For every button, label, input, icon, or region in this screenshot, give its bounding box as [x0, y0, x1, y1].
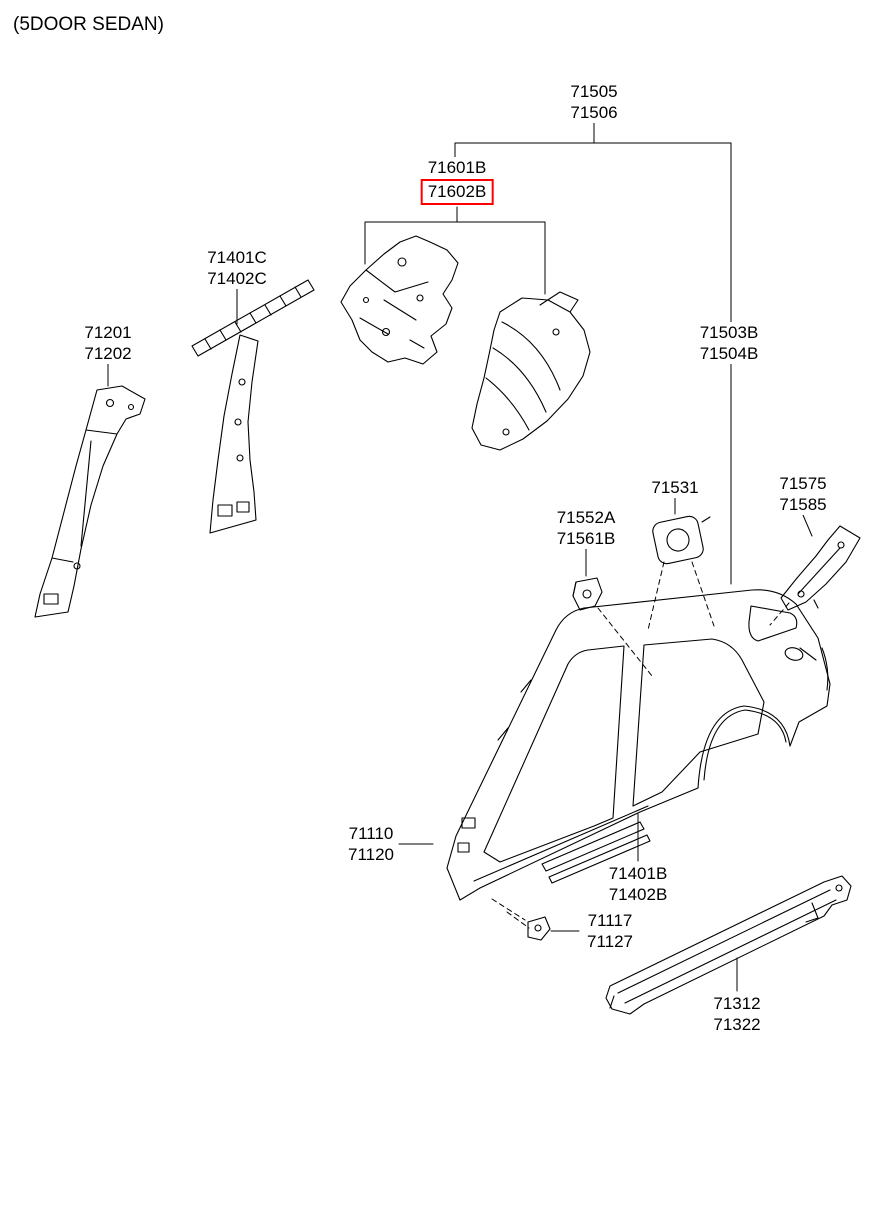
part-label-71117-71127[interactable]: 71117 71127: [583, 910, 637, 952]
rail-extension-drawing: [780, 525, 861, 611]
part-number: 71402C: [207, 269, 267, 288]
sill-bracket-drawing: [527, 916, 551, 941]
quarter-inner-lower-drawing: [471, 291, 591, 451]
part-number: 71561B: [556, 529, 616, 548]
fuel-filler-housing-drawing: [652, 515, 711, 565]
body-side-panel-drawing: [446, 589, 831, 901]
part-number: 71585: [779, 495, 827, 514]
part-number: 71401C: [207, 248, 267, 267]
part-number: 71110: [348, 824, 394, 843]
part-number: 71401B: [608, 864, 668, 883]
part-label-71531[interactable]: 71531: [648, 477, 702, 498]
part-number: 71402B: [608, 885, 668, 904]
part-label-71401B-71402B[interactable]: 71401B 71402B: [605, 863, 671, 905]
center-pillar-inner-drawing: [191, 279, 315, 534]
part-number: 71601B: [427, 158, 487, 177]
part-label-71601B-71602B[interactable]: 71601B 71602B: [417, 157, 497, 205]
highlighted-part-number-box[interactable]: 71602B: [420, 179, 494, 205]
part-number: 71322: [713, 1015, 761, 1034]
part-number: 71504B: [699, 344, 759, 363]
part-label-71575-71585[interactable]: 71575 71585: [776, 473, 830, 515]
part-number: 71127: [586, 932, 634, 951]
part-number: 71120: [347, 845, 395, 864]
part-number: 71505: [570, 82, 618, 101]
part-label-71312-71322[interactable]: 71312 71322: [710, 993, 764, 1035]
page-title: (5DOOR SEDAN): [13, 14, 164, 35]
part-number: 71503B: [699, 323, 759, 342]
part-number: 71202: [84, 344, 132, 363]
roof-side-bracket-drawing: [572, 577, 603, 611]
part-label-71552A-71561B[interactable]: 71552A 71561B: [553, 507, 619, 549]
part-number: 71201: [84, 323, 132, 342]
part-number: 71531: [651, 478, 699, 497]
part-number: 71117: [587, 911, 633, 930]
part-number: 71552A: [556, 508, 616, 527]
part-label-71201-71202[interactable]: 71201 71202: [81, 322, 135, 364]
part-number: 71506: [570, 103, 618, 122]
front-pillar-inner-drawing: [34, 385, 146, 618]
part-number: 71602B: [427, 182, 487, 201]
part-label-71110-71120[interactable]: 71110 71120: [344, 823, 398, 865]
quarter-inner-upper-drawing: [340, 235, 459, 365]
part-label-71503B-71504B[interactable]: 71503B 71504B: [696, 322, 762, 364]
part-label-71505-71506[interactable]: 71505 71506: [567, 81, 621, 123]
part-number: 71312: [713, 994, 761, 1013]
sill-side-panel-drawing: [605, 875, 852, 1015]
part-label-71401C-71402C[interactable]: 71401C 71402C: [204, 247, 270, 289]
part-number: 71575: [779, 474, 827, 493]
